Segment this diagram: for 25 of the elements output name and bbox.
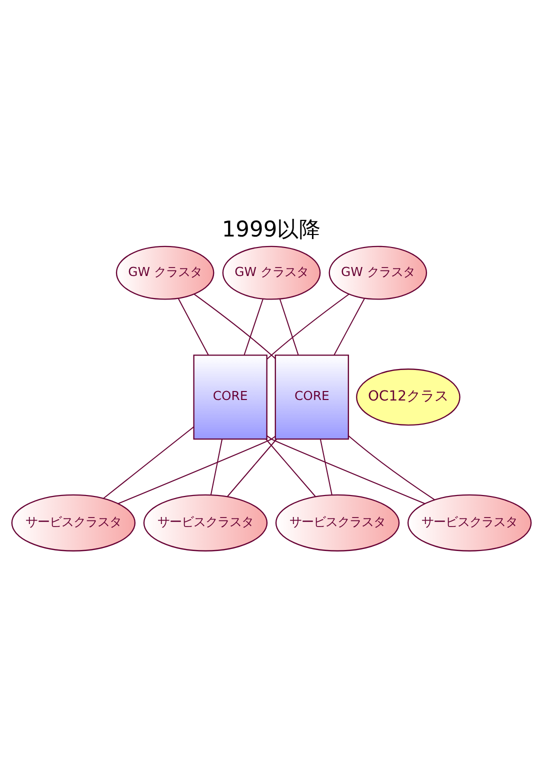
node-box: CORE [193,354,268,440]
connector [118,436,276,504]
connector [103,426,194,499]
connector [227,438,277,497]
connector [279,298,299,356]
connector [320,439,332,496]
diagram-title: 1999以降 [222,218,322,243]
connector [266,435,426,504]
node-ellipse: サービスクラスタ [143,494,268,552]
node-box: CORE [274,354,349,440]
connector [334,298,365,356]
node-ellipse: サービスクラスタ [11,494,136,552]
connector [266,294,350,360]
node-ellipse: GW クラスタ [116,246,214,300]
node-ellipse: GW クラスタ [328,246,428,300]
connector [348,435,435,500]
connector [194,294,276,359]
connector [266,438,316,497]
node-ellipse: GW クラスタ [222,246,321,300]
node-ellipse: サービスクラスタ [407,494,532,552]
connector [210,439,223,496]
node-ellipse: OC12クラス [356,368,460,426]
connector [244,298,264,356]
connector [178,298,209,356]
node-ellipse: サービスクラスタ [275,494,400,552]
